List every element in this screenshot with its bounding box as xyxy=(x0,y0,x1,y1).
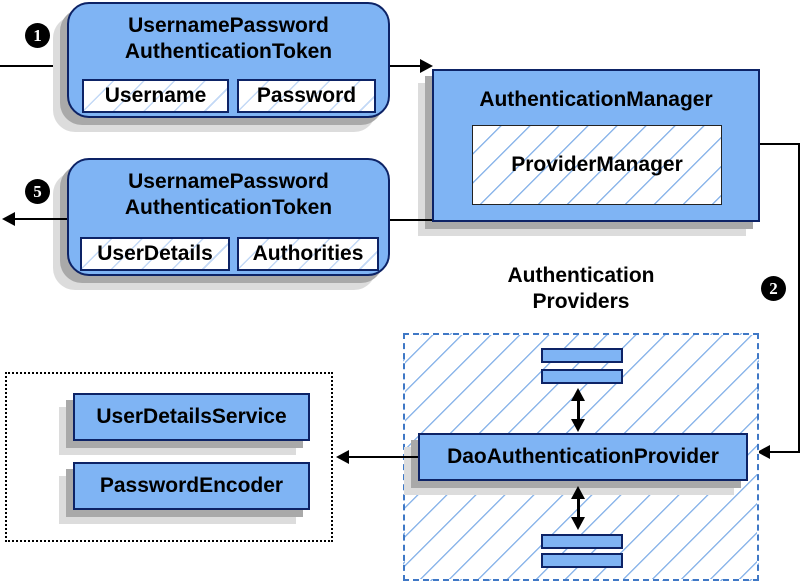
userdetails-field-box: UserDetails xyxy=(80,237,230,271)
step1-incoming-line xyxy=(0,65,67,67)
response-token-title-line1: UsernamePassword xyxy=(128,170,329,193)
step-1-badge: 1 xyxy=(25,23,50,48)
step-2-badge: 2 xyxy=(761,276,786,301)
dao-authentication-provider-box: DaoAuthenticationProvider xyxy=(418,433,748,481)
bidirectional-arrow-top xyxy=(570,388,586,432)
request-token-title-line1: UsernamePassword xyxy=(128,14,329,37)
password-field-box: Password xyxy=(237,79,376,113)
providers-label-line2: Providers xyxy=(532,290,630,313)
auth-request-token-box: UsernamePassword AuthenticationToken Use… xyxy=(67,2,390,118)
username-field-box: Username xyxy=(82,79,229,113)
step2-line-bottom xyxy=(769,451,800,453)
step5-outgoing-line xyxy=(13,218,67,220)
authentication-manager-box: AuthenticationManager ProviderManager xyxy=(432,69,760,222)
arrow-right-icon xyxy=(420,59,433,73)
step-5-badge: 5 xyxy=(25,179,50,204)
providers-label-line1: Authentication xyxy=(507,264,655,287)
bidirectional-arrow-bottom xyxy=(570,486,586,530)
response-token-title-line2: AuthenticationToken xyxy=(124,196,333,219)
dao-to-services-line xyxy=(348,456,418,458)
authentication-manager-title: AuthenticationManager xyxy=(479,88,713,111)
user-details-service-box: UserDetailsService xyxy=(73,393,310,441)
authentication-providers-label: Authentication Providers xyxy=(431,263,731,315)
password-encoder-box: PasswordEncoder xyxy=(73,462,310,510)
arrow-left-icon xyxy=(757,445,770,459)
provider-stack-bar xyxy=(541,369,623,384)
step1-request-line xyxy=(390,65,422,67)
step2-line-top xyxy=(760,143,800,145)
arrow-left-icon xyxy=(336,450,349,464)
provider-stack-bar xyxy=(541,534,623,549)
authorities-field-box: Authorities xyxy=(237,237,379,271)
arrow-left-icon xyxy=(2,212,15,226)
manager-to-response-line xyxy=(390,219,432,221)
step2-line-vertical xyxy=(798,143,800,453)
auth-response-token-box: UsernamePassword AuthenticationToken Use… xyxy=(67,158,390,276)
provider-manager-box: ProviderManager xyxy=(472,125,722,205)
provider-stack-bar xyxy=(541,553,623,568)
provider-stack-bar xyxy=(541,348,623,363)
request-token-title-line2: AuthenticationToken xyxy=(124,40,333,63)
